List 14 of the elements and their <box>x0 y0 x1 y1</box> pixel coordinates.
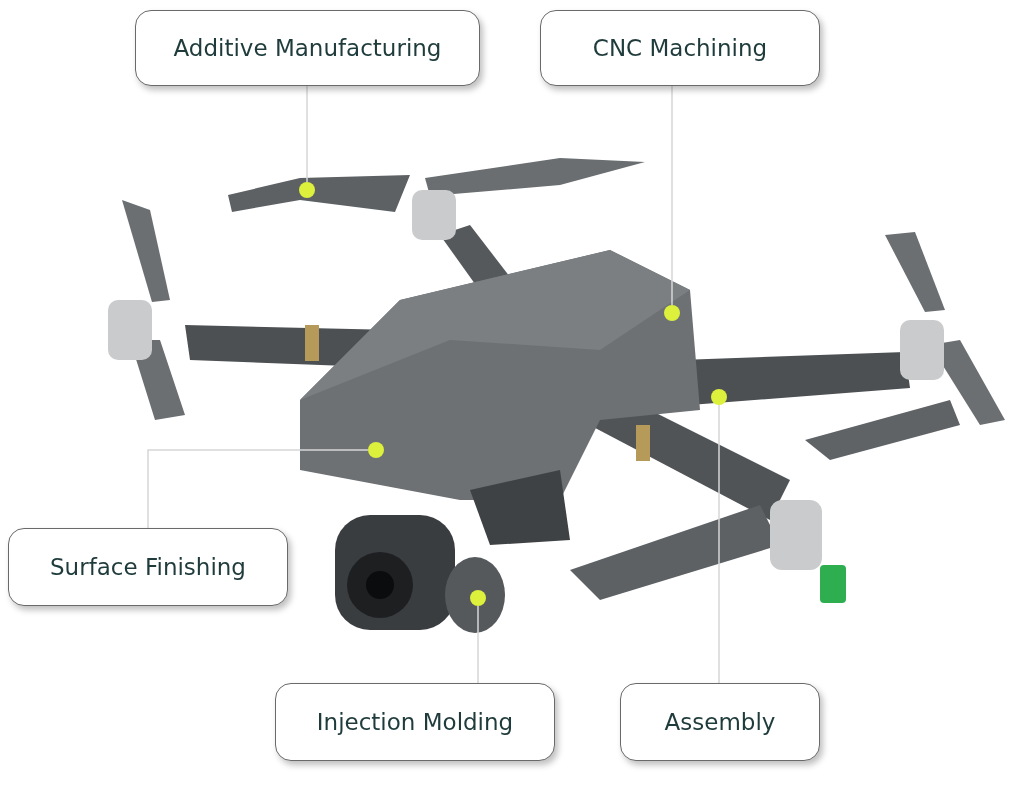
label-box <box>620 683 820 761</box>
callout-dot <box>711 389 727 405</box>
process-label: Additive Manufacturing <box>173 35 442 61</box>
process-label: CNC Machining <box>592 35 768 61</box>
leader-line <box>718 404 720 684</box>
process-label: Surface Finishing <box>50 554 246 580</box>
label-box <box>540 10 820 86</box>
leader-line <box>477 605 479 684</box>
process-label: Injection Molding <box>316 709 514 735</box>
leader-line <box>147 449 369 529</box>
label-box <box>135 10 480 86</box>
label-box <box>275 683 555 761</box>
label-box <box>8 528 288 606</box>
process-label: Assembly <box>664 709 776 735</box>
